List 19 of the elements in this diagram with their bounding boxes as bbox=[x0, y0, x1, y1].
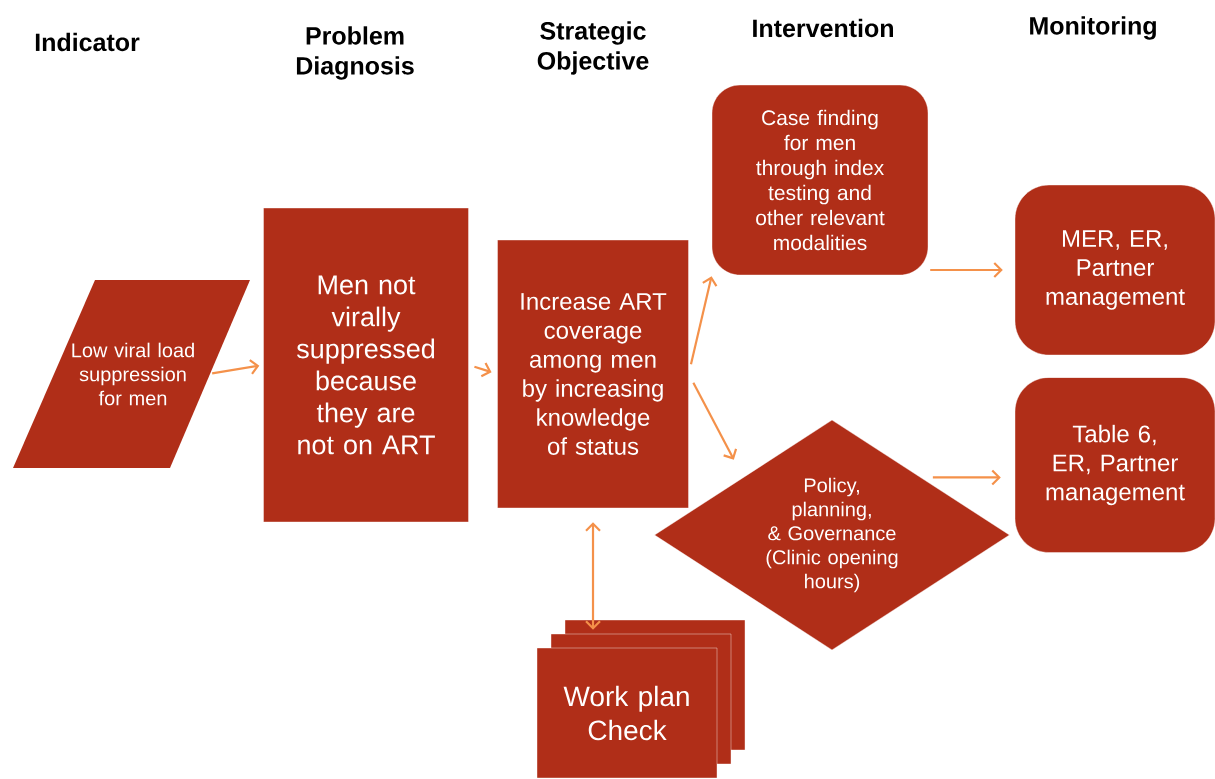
arrow bbox=[692, 382, 738, 460]
process-box: Increase ART coverage among men by increasing knowledge of status bbox=[497, 239, 689, 509]
column-heading: Intervention bbox=[753, 18, 893, 38]
display-box: Table 6, ER, Partner management bbox=[1014, 377, 1215, 553]
process-box: Men not virally suppressed because they are not on ART bbox=[263, 207, 469, 523]
parallelogram-box: Low viral load suppression for men bbox=[13, 280, 250, 468]
arrow bbox=[689, 276, 718, 365]
arrow bbox=[930, 262, 1003, 278]
arrow bbox=[932, 469, 1001, 486]
document-stack: Work plan Check bbox=[536, 619, 746, 779]
arrow bbox=[474, 362, 492, 378]
rounded-box: Case finding for men through index testing and other relevant modalities bbox=[711, 84, 929, 276]
arrow bbox=[585, 522, 601, 630]
arrow bbox=[211, 359, 260, 375]
column-heading: Strategic Objective bbox=[537, 21, 649, 75]
column-heading: Problem Diagnosis bbox=[296, 26, 414, 80]
column-heading: Indicator bbox=[35, 32, 140, 52]
column-heading: Monitoring bbox=[1030, 16, 1156, 40]
display-box: MER, ER, Partner management bbox=[1014, 184, 1215, 356]
